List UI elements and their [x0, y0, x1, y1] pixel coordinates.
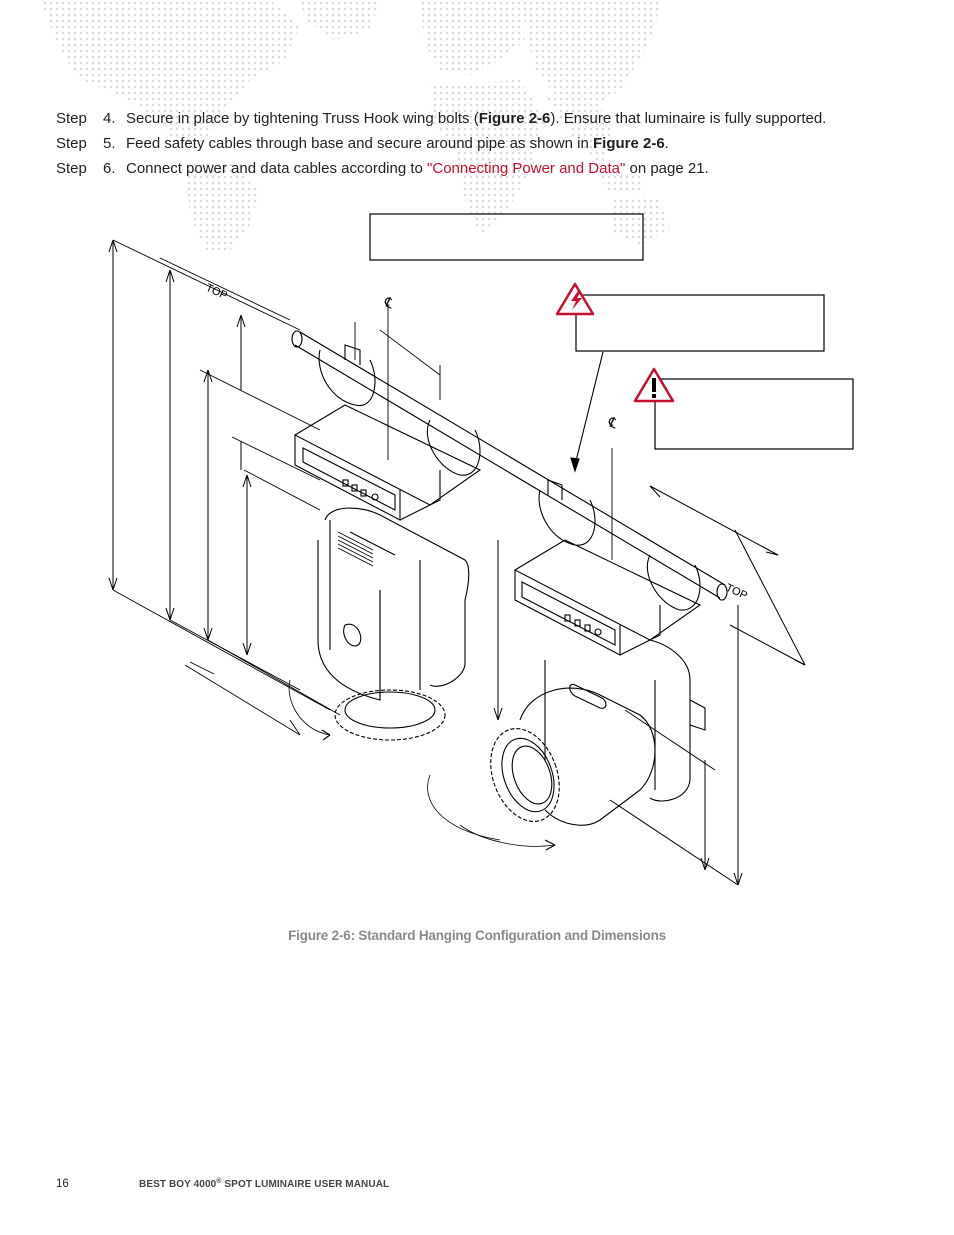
hanging-configuration-drawing: TOP ℄ ℄ TOP [108, 213, 854, 886]
step-label: Step [56, 135, 87, 152]
figure-reference: Figure 2-6 [592, 135, 665, 152]
exclamation-warning-icon [633, 367, 675, 403]
figure-reference: Figure 2-6 [478, 110, 551, 127]
step-number: 4. [103, 110, 116, 127]
centerline-symbol-right: ℄ [605, 413, 621, 432]
luminaire-right [427, 479, 706, 851]
step-6: Step 6. Connect power and data cables ac… [56, 156, 916, 181]
luminaire-left [288, 344, 482, 741]
centerline-symbol-left: ℄ [381, 293, 397, 312]
step-text: Feed safety cables through base and secu… [126, 135, 669, 152]
figure-caption: Figure 2-6: Standard Hanging Configurati… [288, 928, 666, 943]
callout-box-caution [654, 378, 854, 450]
step-text: Secure in place by tightening Truss Hook… [126, 110, 827, 127]
lightning-warning-icon [555, 282, 595, 316]
top-label-left: TOP [204, 282, 229, 302]
world-map-background [40, 0, 670, 250]
step-label: Step [56, 160, 87, 177]
step-number: 6. [103, 160, 116, 177]
callout-box-lightning [575, 294, 825, 352]
connecting-power-data-link[interactable]: "Connecting Power and Data" [427, 160, 626, 177]
callout-box-top [369, 213, 644, 261]
step-label: Step [56, 110, 87, 127]
page-number: 16 [56, 1178, 69, 1190]
manual-title: BEST BOY 4000® SPOT LUMINAIRE USER MANUA… [139, 1178, 390, 1190]
step-4: Step 4. Secure in place by tightening Tr… [56, 106, 916, 131]
truss-pipe [291, 330, 728, 601]
installation-steps: Step 4. Secure in place by tightening Tr… [56, 106, 916, 181]
step-5: Step 5. Feed safety cables through base … [56, 131, 916, 156]
step-number: 5. [103, 135, 116, 152]
step-text: Connect power and data cables according … [126, 160, 709, 177]
